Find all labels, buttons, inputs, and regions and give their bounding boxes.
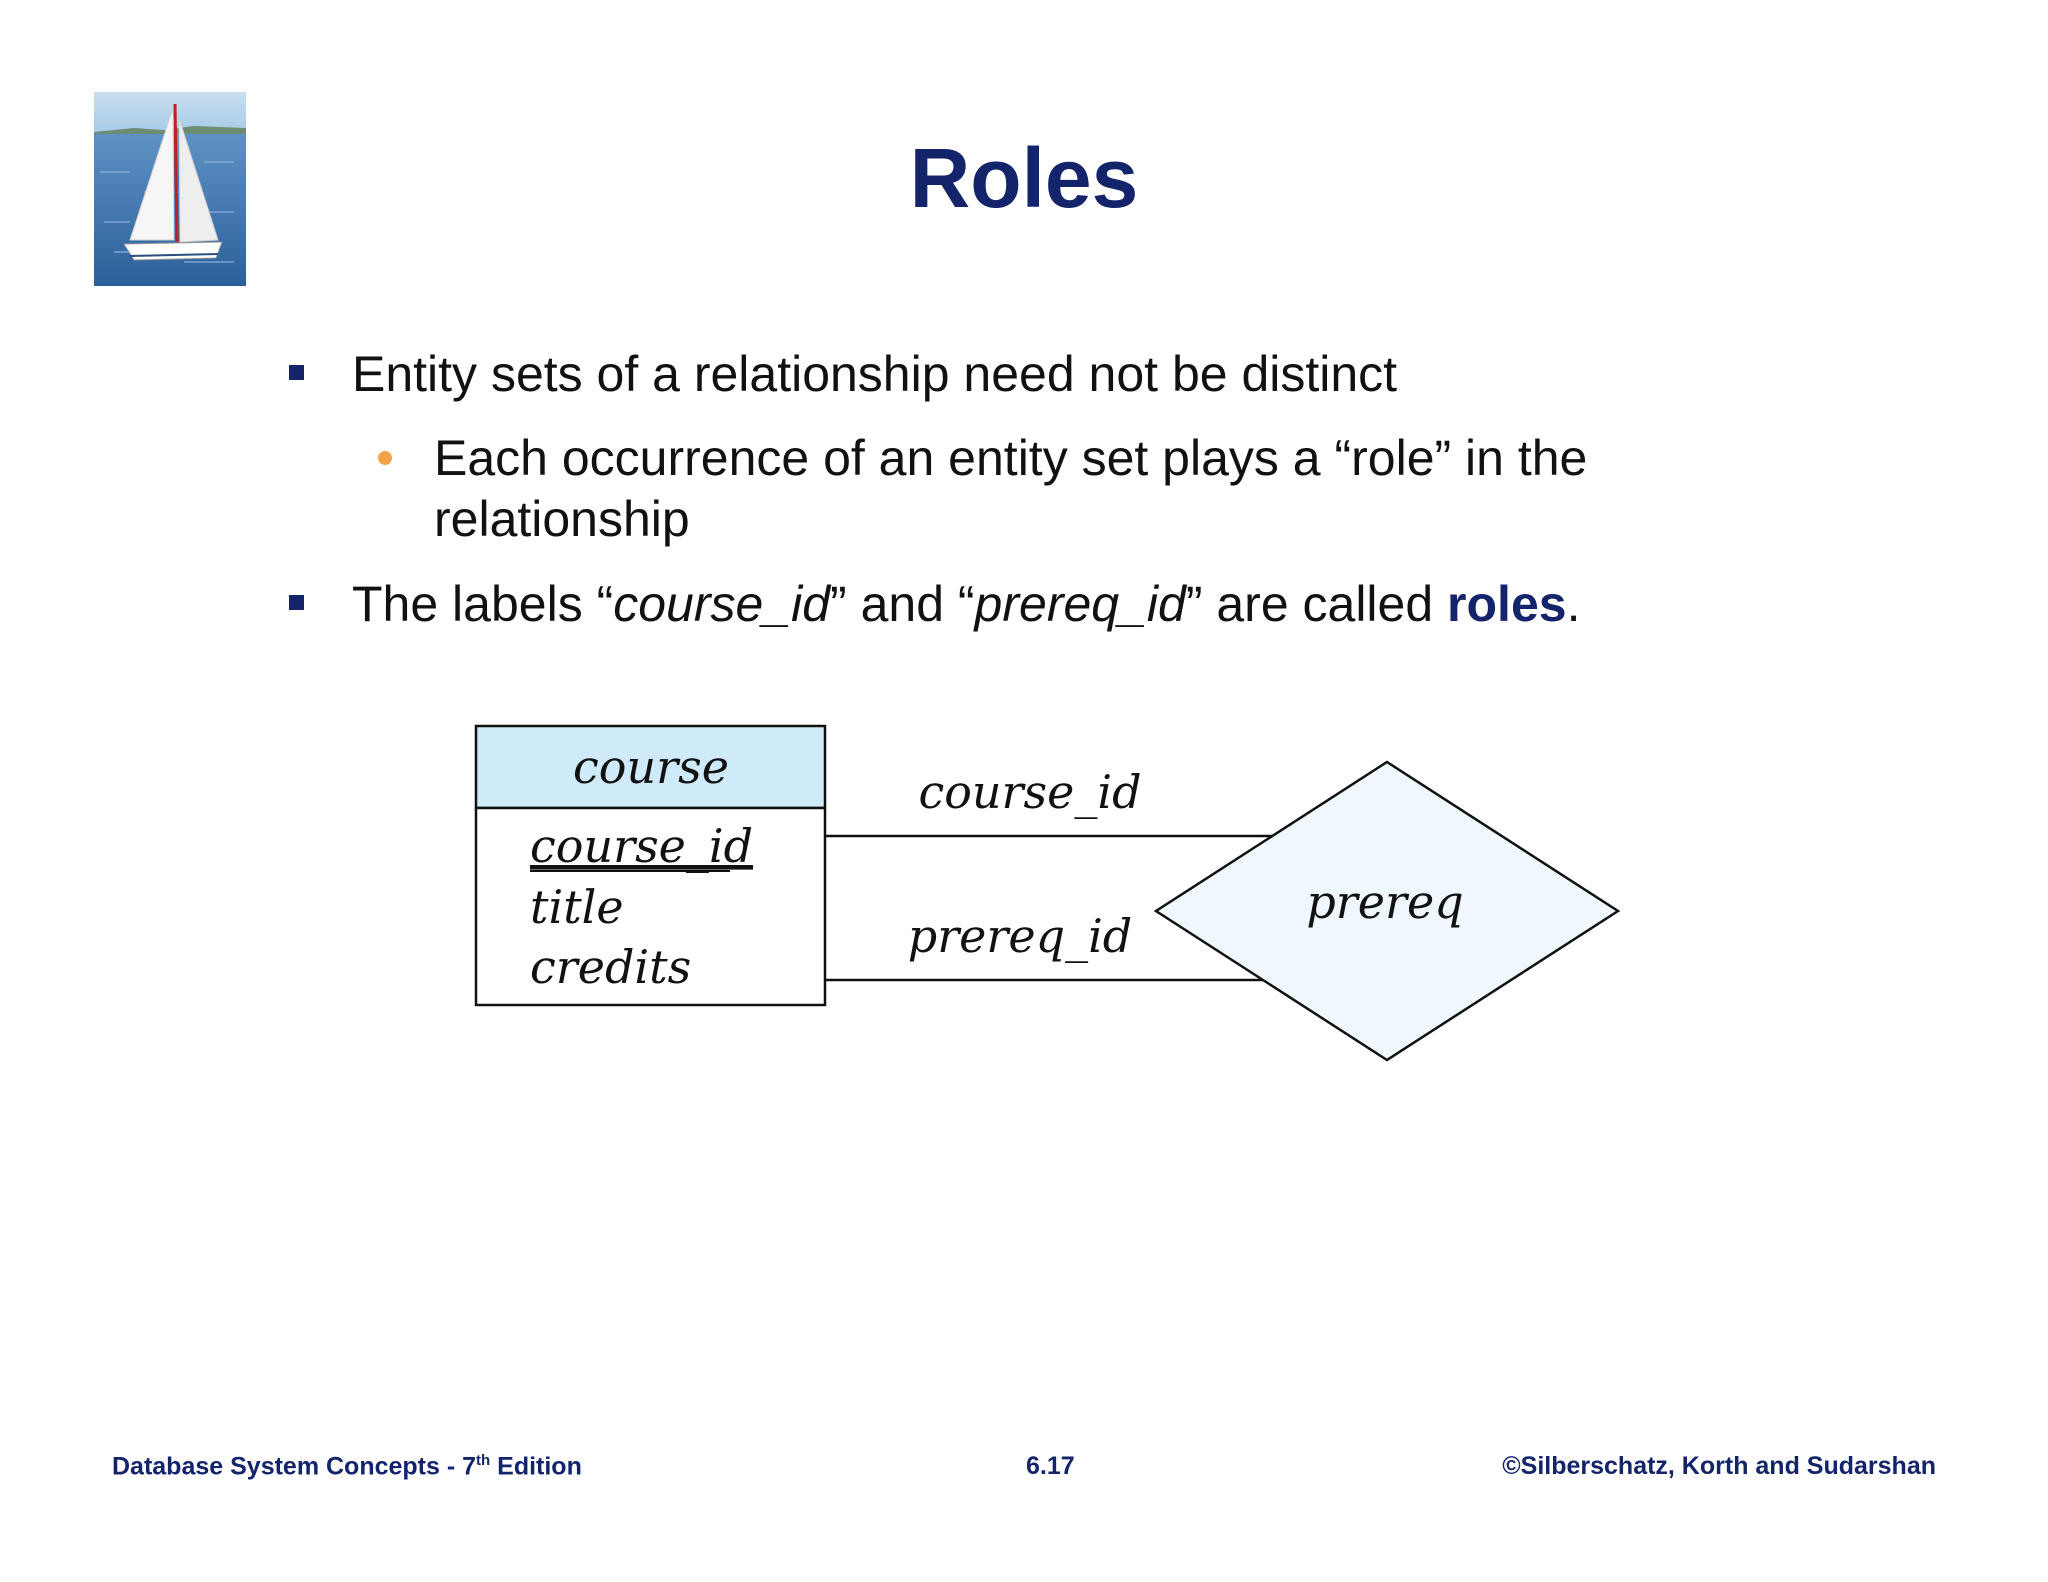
text-fragment: . [1566, 576, 1581, 632]
footer-copyright: ©Silberschatz, Korth and Sudarshan [1502, 1452, 1936, 1480]
square-bullet-icon [289, 595, 304, 610]
relationship-diamond [1153, 760, 1621, 1062]
entity-header-box [474, 724, 827, 810]
sub-bullet-text-line-1: Each occurrence of an entity set plays a… [434, 430, 1588, 486]
entity-attribute-title: title [530, 880, 624, 934]
sailboat-logo-icon [94, 92, 246, 286]
bullet-text-3: The labels “course_id” and “prereq_id” a… [352, 574, 1580, 634]
text-fragment: ” and “ [830, 576, 975, 632]
round-bullet-icon [378, 451, 392, 465]
role-name-course-id: course_id [613, 576, 831, 632]
bullet-text-1: Entity sets of a relationship need not b… [352, 346, 1398, 402]
square-bullet-icon [289, 365, 304, 380]
slide-title: Roles [909, 131, 1139, 225]
footer-book-title-end: Edition [490, 1452, 582, 1481]
role-label-prereq-id: prereq_id [908, 909, 1132, 963]
role-label-course-id: course_id [918, 765, 1141, 819]
relationship-name: prereq [1306, 875, 1463, 929]
text-fragment: The labels “ [352, 576, 614, 632]
entity-body-box [474, 806, 827, 1007]
role-name-prereq-id: prereq_id [974, 576, 1186, 632]
entity-attribute-credits: credits [530, 940, 691, 994]
entity-attribute-course-id: course_id [530, 819, 753, 873]
sub-bullet-text-line-2: relationship [434, 491, 690, 547]
keyword-roles: roles [1447, 576, 1567, 632]
entity-name: course [573, 740, 729, 794]
footer-page-number: 6.17 [1026, 1452, 1075, 1480]
footer-book-title: Database System Concepts - 7th Edition [112, 1452, 582, 1481]
footer-book-title-main: Database System Concepts - 7 [112, 1452, 477, 1481]
text-fragment: ” are called [1185, 576, 1448, 632]
footer-book-title-sup: th [476, 1452, 491, 1469]
